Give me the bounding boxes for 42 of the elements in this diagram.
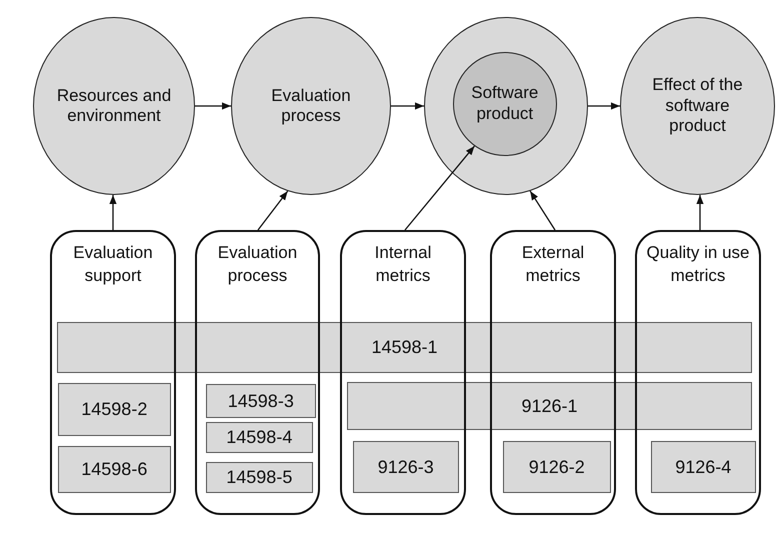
circle-label: Software product [470, 83, 540, 124]
arrow [109, 195, 117, 230]
category-column [50, 230, 176, 515]
column-heading: Internal metrics [374, 242, 432, 287]
standard-number: 9126-4 [675, 456, 732, 479]
standard-box [206, 422, 313, 453]
column-heading: Evaluation support [72, 242, 154, 287]
standard-box [352, 440, 459, 493]
column-heading: Evaluation process [216, 242, 298, 287]
standard-number: 9126-3 [378, 456, 434, 479]
category-column [490, 230, 616, 515]
standard-number: 14598-1 [371, 337, 438, 358]
standard-number: 14598-5 [226, 466, 292, 490]
standard-number: 14598-2 [81, 398, 148, 422]
arrow [391, 102, 424, 110]
arrow [195, 102, 231, 110]
standard-box [58, 382, 171, 436]
standard-box [206, 462, 313, 493]
standard-number: 9126-1 [521, 396, 578, 416]
standard-number: 14598-6 [81, 458, 148, 482]
standard-box [502, 440, 611, 493]
arrow [696, 194, 704, 230]
circle-label: Effect of the software product [651, 75, 744, 137]
arrow [588, 102, 620, 110]
standard-box [650, 440, 756, 493]
arrow [404, 146, 475, 230]
category-column [195, 230, 320, 515]
category-column [340, 230, 466, 515]
standard-box [206, 384, 316, 418]
circle-label: Evaluation process [270, 86, 352, 126]
standard-number: 9126-2 [528, 456, 585, 479]
standard-number: 14598-3 [228, 390, 294, 413]
circle-label: Resources and environment [56, 86, 172, 126]
standard-number: 14598-4 [226, 426, 292, 450]
arrow [257, 190, 288, 230]
standard-box [57, 322, 752, 373]
category-column [635, 230, 761, 515]
standard-box [347, 382, 752, 430]
arrow [530, 190, 556, 230]
standard-box [58, 446, 171, 493]
column-heading: External metrics [520, 242, 586, 287]
column-heading: Quality in use metrics [646, 242, 750, 287]
